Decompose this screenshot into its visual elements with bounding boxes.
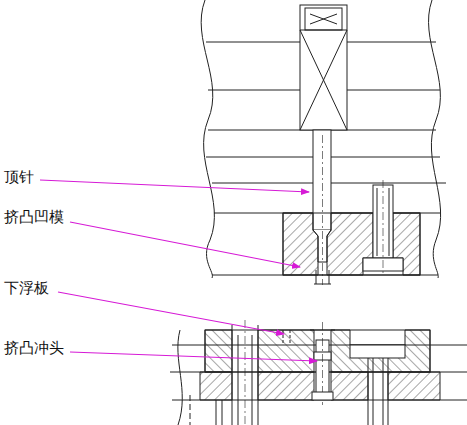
part-label: 挤凸凹模 <box>3 208 65 226</box>
part-label: 下浮板 <box>3 279 50 297</box>
part-label: 顶针 <box>3 168 35 186</box>
part-label: 挤凸冲头 <box>3 339 65 357</box>
leader-lines <box>40 180 317 361</box>
